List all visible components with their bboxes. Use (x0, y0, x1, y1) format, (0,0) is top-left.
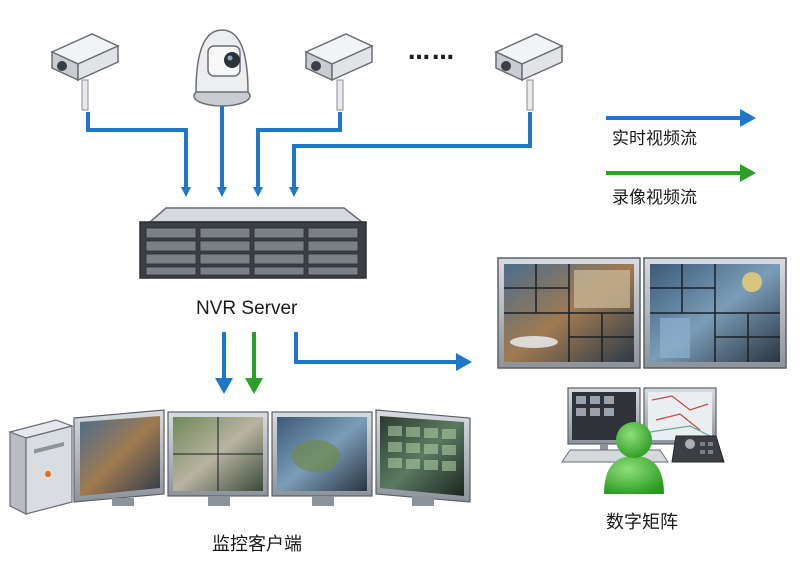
arrow-camera-1 (86, 112, 191, 197)
joystick-keyboard-icon (671, 435, 725, 463)
arrow-live-to-matrix-head (456, 353, 472, 371)
monitoring-client-label: 监控客户端 (212, 534, 302, 555)
camera-4 (494, 33, 564, 111)
pc-tower-icon (8, 419, 74, 515)
arrow-live-to-client-head (215, 378, 233, 394)
monitoring-client (8, 409, 471, 515)
matrix-workstation (561, 387, 725, 494)
camera-2-ptz (193, 29, 251, 107)
nvr-server-label: NVR Server (196, 298, 298, 319)
more-cameras-ellipsis: …… (408, 40, 456, 65)
arrow-camera-3 (253, 112, 342, 197)
monitor-icon (643, 387, 717, 450)
camera-3 (304, 33, 374, 111)
arrow-recorded-to-client-head (245, 378, 263, 394)
monitor-icon (167, 411, 269, 506)
ip-camera-icon (50, 33, 120, 111)
legend-recorded-arrowhead (740, 164, 756, 182)
arrow-live-to-matrix (294, 332, 458, 364)
camera-to-server-arrows (86, 106, 532, 197)
monitor-icon (643, 257, 787, 369)
camera-1 (50, 33, 120, 111)
video-wall (497, 257, 787, 369)
monitor-icon (375, 409, 471, 506)
ip-camera-icon (494, 33, 564, 111)
rack-server-icon (139, 207, 367, 279)
monitor-icon (497, 257, 641, 369)
monitor-icon (73, 409, 165, 506)
server-to-matrix-arrow (294, 332, 472, 371)
ip-camera-icon (304, 33, 374, 111)
digital-matrix-label: 数字矩阵 (606, 512, 678, 533)
user-icon (604, 422, 664, 494)
server-to-client-arrows (215, 332, 263, 394)
keyboard-icon (561, 449, 669, 463)
legend-live-arrowhead (740, 109, 756, 127)
legend (606, 109, 756, 182)
legend-recorded-stream-label: 录像视频流 (612, 188, 697, 208)
ptz-dome-camera-icon (193, 29, 251, 107)
legend-live-stream-label: 实时视频流 (612, 129, 697, 149)
monitor-icon (271, 411, 373, 506)
arrow-camera-4 (289, 112, 532, 197)
nvr-server (139, 207, 367, 279)
